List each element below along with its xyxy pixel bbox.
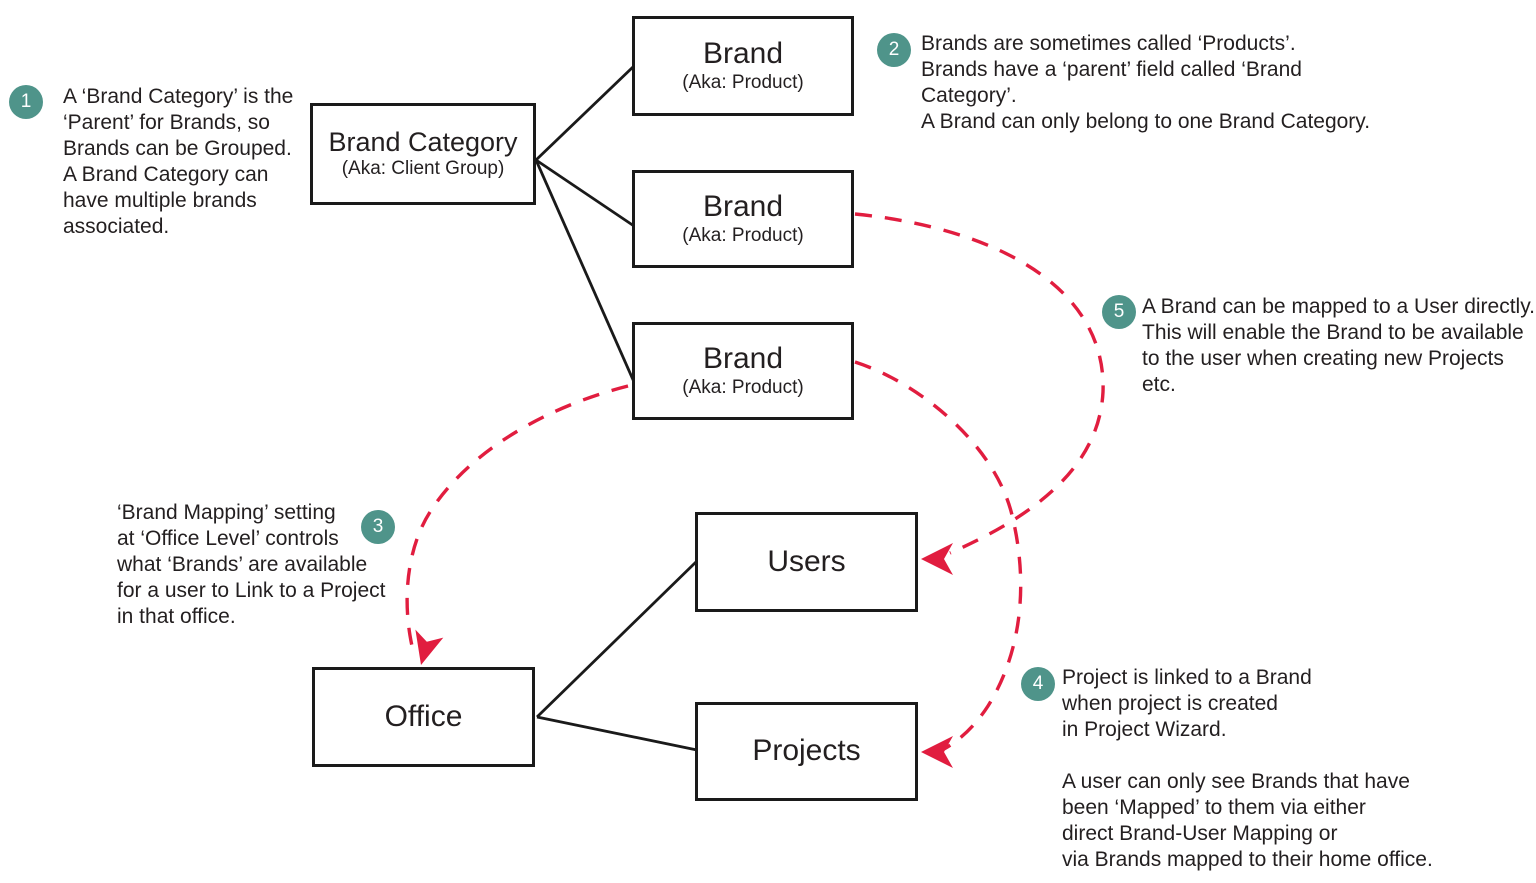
note-text-1: A ‘Brand Category’ is the ‘Parent’ for B… — [63, 85, 294, 238]
users-box: Users — [695, 512, 918, 612]
brand-category-title: Brand Category — [328, 127, 518, 158]
note-text-3: ‘Brand Mapping’ setting at ‘Office Level… — [117, 501, 386, 628]
note-badge-2: 2 — [877, 33, 911, 67]
office-title: Office — [384, 699, 463, 733]
brand-category-box: Brand Category (Aka: Client Group) — [310, 103, 536, 205]
arrowhead-projects — [921, 736, 953, 768]
note-badge-5: 5 — [1102, 295, 1136, 329]
note-text-5: A Brand can be mapped to a User directly… — [1142, 295, 1535, 396]
brand-middle-subtitle: (Aka: Product) — [682, 224, 804, 246]
curve-arrowheads — [415, 543, 953, 768]
arrowhead-office — [415, 629, 444, 665]
line-brandcategory-brand-top — [535, 64, 635, 162]
brand-bottom-subtitle: (Aka: Product) — [682, 376, 804, 398]
users-title: Users — [767, 544, 846, 578]
note-badge-4: 4 — [1021, 667, 1055, 701]
curve-brand-to-users — [854, 212, 1105, 555]
note-badge-3: 3 — [361, 510, 395, 544]
projects-title: Projects — [752, 734, 861, 768]
line-office-users — [536, 559, 698, 719]
brand-box-bottom: Brand (Aka: Product) — [632, 322, 854, 420]
note-badge-1: 1 — [9, 85, 43, 119]
projects-box: Projects — [695, 702, 918, 801]
brand-top-subtitle: (Aka: Product) — [682, 71, 804, 93]
brand-box-middle: Brand (Aka: Product) — [632, 170, 854, 268]
brand-category-subtitle: (Aka: Client Group) — [341, 158, 505, 180]
note-text-4: Project is linked to a Brand when projec… — [1062, 666, 1433, 871]
curve-brand-to-projects — [854, 360, 1023, 751]
brand-box-top: Brand (Aka: Product) — [632, 16, 854, 116]
line-brandcategory-brand-bottom — [534, 159, 636, 383]
brand-bottom-title: Brand — [702, 342, 784, 376]
line-brandcategory-brand-middle — [535, 158, 635, 228]
line-office-projects — [536, 715, 698, 752]
arrowhead-users — [921, 543, 953, 575]
note-text-2: Brands are sometimes called ‘Products’. … — [921, 32, 1371, 133]
brand-middle-title: Brand — [702, 190, 784, 224]
dashed-mapping-curves — [405, 212, 1105, 751]
curve-brand-to-office — [405, 384, 629, 647]
office-box: Office — [312, 667, 535, 767]
solid-connector-lines — [534, 64, 698, 752]
brand-top-title: Brand — [702, 37, 784, 71]
